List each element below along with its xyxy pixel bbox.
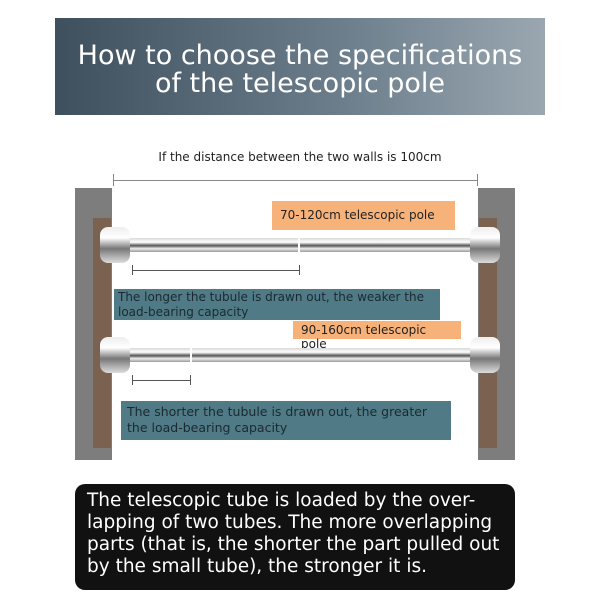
pole-2-label: 90-160cm telescopic pole: [293, 321, 461, 351]
dimension-tick-right: [477, 174, 478, 186]
title-line-2: of the telescopic pole: [154, 68, 446, 99]
pole-2: [100, 348, 500, 362]
pole-1-joint: [298, 236, 300, 254]
dimension-tick-left: [113, 174, 114, 186]
pole-2-joint: [190, 346, 192, 364]
title-banner: How to choose the specifications of the …: [55, 18, 545, 115]
pole-1-extension-bracket: [132, 270, 299, 271]
pole-1-label: 70-120cm telescopic pole: [272, 201, 455, 230]
title-line-1: How to choose the specifications: [77, 40, 523, 71]
summary-box: The telescopic tube is loaded by the ove…: [75, 484, 515, 590]
dimension-line: [113, 180, 477, 181]
pole-1-note: The longer the tubule is drawn out, the …: [114, 289, 440, 320]
pole-2-extension-bracket: [132, 380, 190, 381]
pole-2-note: The shorter the tubule is drawn out, the…: [121, 401, 451, 440]
subtitle: If the distance between the two walls is…: [158, 150, 442, 164]
pole-2-right-cap: [470, 337, 500, 373]
pole-1-left-cap: [100, 227, 130, 263]
pole-2-left-cap: [100, 337, 130, 373]
pole-1: [100, 238, 500, 252]
pole-1-right-cap: [470, 227, 500, 263]
